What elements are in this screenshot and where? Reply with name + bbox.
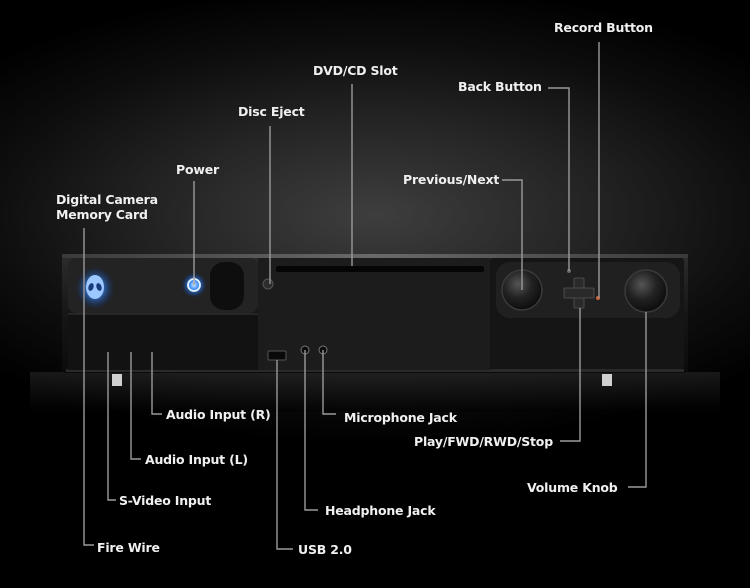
- alien-logo-icon: [75, 266, 115, 310]
- volume-knob[interactable]: [624, 269, 668, 313]
- disc-eject-button[interactable]: [262, 278, 274, 290]
- label-memory-card-line2: Memory Card: [56, 207, 148, 222]
- label-previous-next: Previous/Next: [403, 172, 500, 187]
- foot-right: [602, 374, 612, 386]
- label-dvd-cd-slot: DVD/CD Slot: [313, 63, 398, 78]
- dvd-slot: [276, 266, 484, 272]
- label-memory-card-line1: Digital Camera: [56, 192, 158, 207]
- center-panel: [258, 258, 490, 370]
- floor-reflection: [30, 372, 720, 412]
- label-power: Power: [176, 162, 219, 177]
- dpad-icon[interactable]: [563, 277, 595, 309]
- foot-left: [112, 374, 122, 386]
- usb-port: [267, 350, 287, 361]
- left-panel-curve: [210, 262, 244, 310]
- label-play-fwd-rwd-stop: Play/FWD/RWD/Stop: [414, 434, 553, 449]
- label-usb-2-0: USB 2.0: [298, 542, 352, 557]
- chassis-top-edge: [62, 254, 688, 258]
- label-volume-knob: Volume Knob: [527, 480, 618, 495]
- leader-lines: [83, 42, 647, 550]
- label-audio-input-l: Audio Input (L): [145, 452, 248, 467]
- chassis-bottom-edge: [66, 369, 684, 372]
- label-record-button: Record Button: [554, 20, 653, 35]
- label-microphone-jack: Microphone Jack: [344, 410, 457, 425]
- label-headphone-jack: Headphone Jack: [325, 503, 436, 518]
- label-back-button: Back Button: [458, 79, 542, 94]
- label-disc-eject: Disc Eject: [238, 104, 305, 119]
- label-audio-input-r: Audio Input (R): [166, 407, 271, 422]
- label-fire-wire: Fire Wire: [97, 540, 160, 555]
- left-panel-door: [68, 314, 258, 370]
- label-s-video-input: S-Video Input: [119, 493, 212, 508]
